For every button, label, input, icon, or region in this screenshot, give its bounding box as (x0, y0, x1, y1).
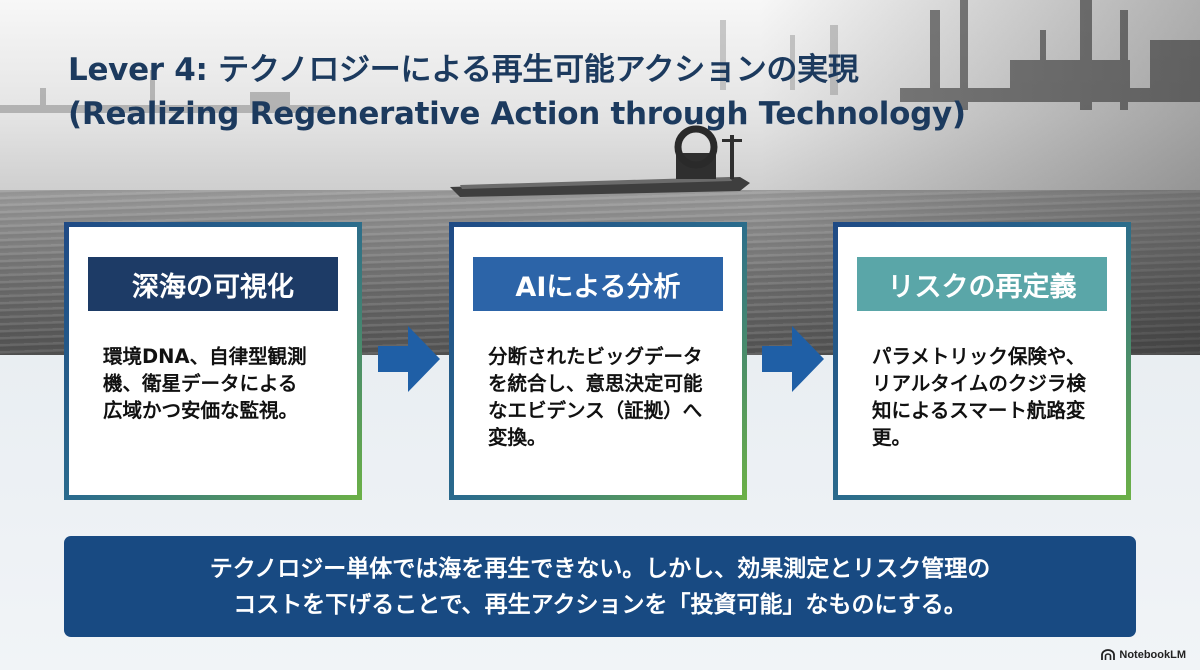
card-heading: リスクの再定義 (857, 257, 1107, 311)
slide-title: Lever 4: テクノロジーによる再生可能アクションの実現 (Realizin… (68, 48, 968, 136)
card-body-line: 更。 (872, 426, 912, 449)
card-panel: 深海の可視化 環境DNA、自律型観測 機、衛星データによる 広域かつ安価な監視。 (69, 227, 357, 495)
title-line-english: (Realizing Regenerative Action through T… (68, 96, 966, 132)
banner-line: コストを下げることで、再生アクションを「投資可能」なものにする。 (233, 591, 967, 618)
card-body: 環境DNA、自律型観測 機、衛星データによる 広域かつ安価な監視。 (103, 343, 333, 424)
offshore-rigs-skyline (0, 0, 1200, 113)
card-body-line: 広域かつ安価な監視。 (103, 399, 299, 422)
card-body-line: パラメトリック保険や、 (872, 345, 1086, 368)
card-panel: リスクの再定義 パラメトリック保険や、 リアルタイムのクジラ検 知によるスマート… (838, 227, 1126, 495)
card-body-line: 環境DNA、自律型観測 (103, 345, 307, 368)
card-heading: AIによる分析 (473, 257, 723, 311)
card-body-line: なエビデンス（証拠）へ (488, 399, 703, 422)
card-heading: 深海の可視化 (88, 257, 338, 311)
card-risk-redefinition: リスクの再定義 パラメトリック保険や、 リアルタイムのクジラ検 知によるスマート… (833, 222, 1131, 500)
card-body-line: 機、衛星データによる (103, 372, 298, 395)
card-body-line: 知によるスマート航路変 (872, 399, 1086, 422)
card-body-line: 分断されたビッグデータ (488, 345, 703, 368)
brand-label: NotebookLM (1119, 649, 1186, 661)
card-body-line: 変換。 (488, 426, 547, 449)
card-deep-sea-visualization: 深海の可視化 環境DNA、自律型観測 機、衛星データによる 広域かつ安価な監視。 (64, 222, 362, 500)
card-body-line: を統合し、意思決定可能 (488, 372, 703, 395)
autonomous-vessel-icon (450, 125, 750, 197)
notebooklm-logo-icon (1101, 649, 1116, 660)
card-body-line: リアルタイムのクジラ検 (872, 372, 1086, 395)
card-ai-analysis: AIによる分析 分断されたビッグデータ を統合し、意思決定可能 なエビデンス（証… (449, 222, 747, 500)
right-arrow-icon (378, 326, 440, 392)
right-arrow-icon (762, 326, 824, 392)
card-body: パラメトリック保険や、 リアルタイムのクジラ検 知によるスマート航路変 更。 (872, 343, 1102, 451)
card-body: 分断されたビッグデータ を統合し、意思決定可能 なエビデンス（証拠）へ 変換。 (488, 343, 718, 451)
card-panel: AIによる分析 分断されたビッグデータ を統合し、意思決定可能 なエビデンス（証… (454, 227, 742, 495)
banner-line: テクノロジー単体では海を再生できない。しかし、効果測定とリスク管理の (209, 555, 991, 582)
notebooklm-watermark: NotebookLM (1101, 646, 1186, 664)
key-message-banner: テクノロジー単体では海を再生できない。しかし、効果測定とリスク管理の コストを下… (64, 536, 1136, 637)
title-line-japanese: Lever 4: テクノロジーによる再生可能アクションの実現 (68, 52, 859, 88)
